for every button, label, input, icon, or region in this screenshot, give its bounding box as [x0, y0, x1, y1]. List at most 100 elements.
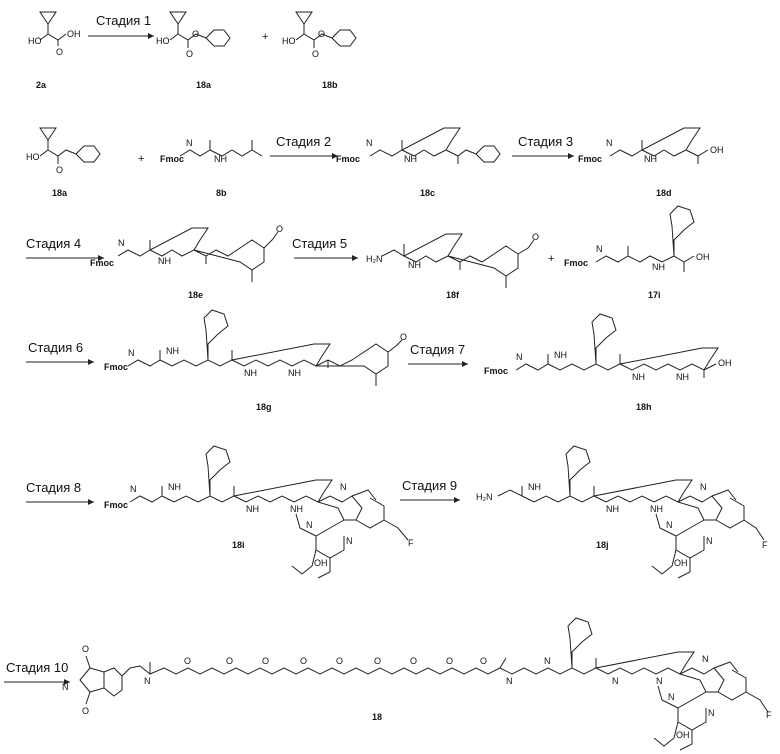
atom-o: O	[82, 706, 89, 716]
structure-18b: HO O O	[282, 12, 356, 59]
atom-o: O	[82, 644, 89, 654]
atom-f: F	[408, 538, 414, 548]
plus-sign: +	[262, 31, 268, 43]
atom-fmoc: Fmoc	[90, 258, 114, 268]
atom-o: O	[300, 656, 307, 666]
atom-fmoc: Fmoc	[336, 154, 360, 164]
atom-o: O	[186, 49, 193, 59]
structure-18a-repeat: HO O	[26, 128, 100, 175]
atom-n: N	[128, 348, 135, 358]
atom-n: N	[118, 238, 125, 248]
stage-3-label: Стадия 3	[518, 134, 573, 149]
atom-nh: NH	[652, 262, 665, 272]
atom-n: N	[346, 536, 353, 546]
atom-ho: HO	[156, 36, 170, 46]
atom-o: O	[318, 29, 325, 39]
atom-nh: NH	[246, 504, 259, 514]
structure-17i: Fmoc N NH OH	[564, 206, 710, 272]
label-18: 18	[372, 712, 382, 722]
atom-nh: NH	[288, 368, 301, 378]
atom-o: O	[192, 29, 199, 39]
atom-oh: OH	[67, 29, 81, 39]
atom-n: N	[706, 536, 713, 546]
atom-nh: NH	[168, 482, 181, 492]
atom-nh: NH	[408, 260, 421, 270]
label-8b: 8b	[216, 188, 227, 198]
structure-18a: HO O O	[156, 12, 230, 59]
atom-o: O	[276, 224, 283, 234]
label-18a: 18a	[196, 80, 212, 90]
atom-fmoc: Fmoc	[564, 258, 588, 268]
label-18d: 18d	[656, 188, 672, 198]
atom-nh: NH	[404, 154, 417, 164]
atom-o: O	[374, 656, 381, 666]
label-18c: 18c	[420, 188, 435, 198]
atom-ho: HO	[26, 152, 40, 162]
label-18e: 18e	[188, 290, 203, 300]
label-2a: 2a	[36, 80, 47, 90]
atom-n: N	[606, 138, 613, 148]
atom-nh: NH	[554, 350, 567, 360]
plus-sign: +	[138, 153, 144, 165]
atom-o: O	[56, 47, 63, 57]
atom-n: N	[186, 138, 193, 148]
stage-5-label: Стадия 5	[292, 236, 347, 251]
stage-8-label: Стадия 8	[26, 480, 81, 495]
stage-4-label: Стадия 4	[26, 236, 81, 251]
stage-2-label: Стадия 2	[276, 134, 331, 149]
atom-oh: OH	[676, 730, 690, 740]
atom-o: O	[446, 656, 453, 666]
stage-7-label: Стадия 7	[410, 342, 465, 357]
atom-n: N	[130, 484, 137, 494]
atom-fmoc: Fmoc	[484, 366, 508, 376]
atom-nh: NH	[244, 368, 257, 378]
atom-n: N	[708, 708, 715, 718]
atom-n: N	[666, 520, 673, 530]
atom-o: O	[262, 656, 269, 666]
label-18i: 18i	[232, 540, 245, 550]
atom-n: N	[144, 676, 151, 686]
atom-n: N	[702, 654, 709, 664]
atom-n: N	[700, 482, 707, 492]
atom-n: N	[306, 520, 313, 530]
atom-o: O	[312, 49, 319, 59]
atom-oh: OH	[674, 558, 688, 568]
atom-n: N	[656, 676, 663, 686]
atom-nh: NH	[214, 154, 227, 164]
atom-f: F	[766, 710, 772, 720]
atom-o: O	[532, 232, 539, 242]
stage-1-label: Стадия 1	[96, 13, 151, 28]
atom-f: F	[762, 540, 768, 550]
atom-o: O	[400, 332, 407, 342]
atom-o: O	[480, 656, 487, 666]
atom-n: N	[366, 138, 373, 148]
atom-h2n: H₂N	[366, 254, 383, 264]
label-18a-2: 18a	[52, 188, 68, 198]
atom-o: O	[226, 656, 233, 666]
atom-nh: NH	[644, 154, 657, 164]
structure-2a: HO OH O	[28, 12, 81, 57]
atom-o: O	[336, 656, 343, 666]
label-18h: 18h	[636, 402, 652, 412]
structure-18h: Fmoc N NH NH NH OH	[484, 314, 732, 382]
structure-18g: Fmoc N NH NH NH O	[104, 310, 407, 386]
atom-oh: OH	[718, 358, 732, 368]
atom-n: N	[668, 692, 675, 702]
atom-n: N	[544, 656, 551, 666]
atom-nh: NH	[528, 482, 541, 492]
atom-o: O	[56, 165, 63, 175]
label-18g: 18g	[256, 402, 272, 412]
label-18j: 18j	[596, 540, 609, 550]
label-18b: 18b	[322, 80, 338, 90]
plus-sign: +	[548, 253, 554, 265]
atom-n: N	[506, 676, 513, 686]
structure-8b: Fmoc N NH	[160, 138, 262, 164]
atom-oh: OH	[696, 252, 710, 262]
atom-fmoc: Fmoc	[578, 154, 602, 164]
stage-9-label: Стадия 9	[402, 478, 457, 493]
atom-n: N	[62, 682, 69, 692]
atom-n: N	[516, 352, 523, 362]
atom-h2n: H₂N	[476, 492, 493, 502]
atom-n: N	[596, 244, 603, 254]
